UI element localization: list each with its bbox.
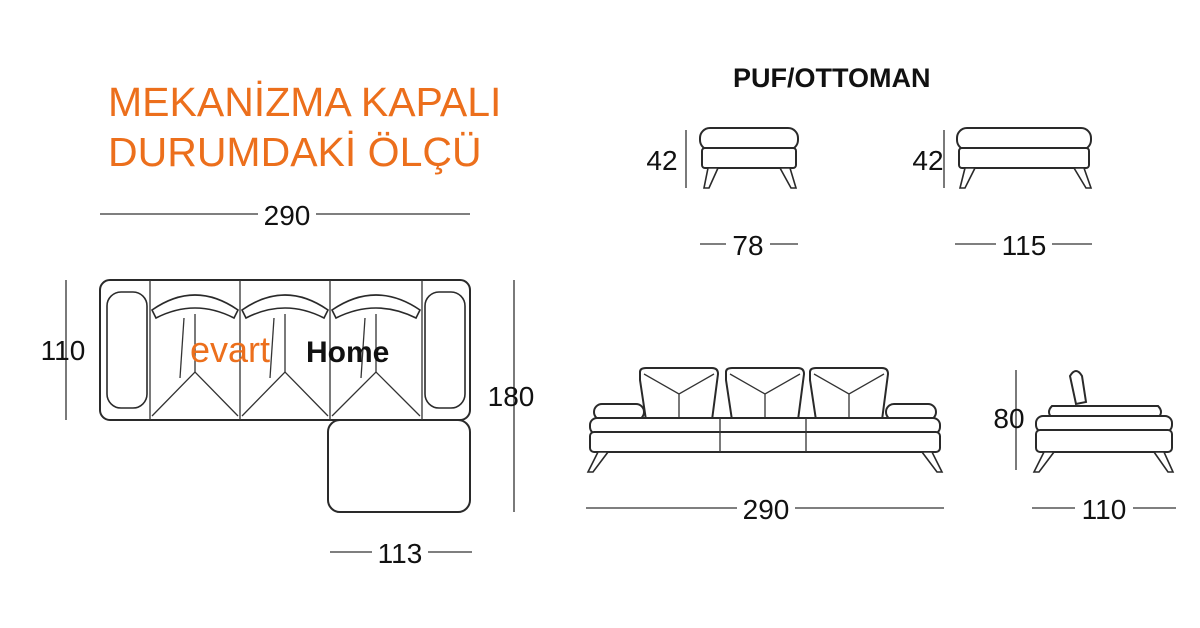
dim-ottoman-small-height: 42	[646, 145, 677, 176]
ottoman-small-leg	[703, 167, 720, 189]
seat-module-3	[330, 294, 422, 417]
ottoman-large-leg	[958, 167, 977, 189]
side-seat-base	[1035, 429, 1173, 453]
dim-ottoman-small-width: 78	[732, 230, 763, 261]
dim-side-width: 110	[1082, 494, 1127, 525]
front-seat-base	[589, 431, 941, 453]
ottoman-small: 42 78	[646, 127, 799, 261]
dim-depth-right: 180	[488, 381, 535, 412]
dim-side-height: 80	[993, 403, 1024, 434]
dim-ottoman-large-height: 42	[912, 145, 943, 176]
dim-label-bg	[726, 230, 770, 260]
front-view: 290	[586, 367, 944, 525]
front-leg	[586, 451, 610, 473]
dim-ottoman-large-width: 115	[1002, 230, 1047, 261]
heading-line-1: MEKANİZMA KAPALI	[108, 79, 501, 125]
dim-label-bg	[372, 538, 428, 568]
dim-top-width: 290	[264, 200, 311, 231]
dim-label-bg	[996, 230, 1052, 260]
seat-module-1	[150, 294, 240, 417]
chaise-outline	[327, 419, 471, 513]
side-leg	[1032, 451, 1056, 473]
ottoman-small-base	[701, 147, 797, 169]
ottoman-large-leg	[1072, 167, 1093, 189]
ottoman-small-cushion	[699, 127, 799, 151]
ottoman-large: 42 115	[912, 127, 1093, 261]
dim-label-bg	[258, 200, 316, 230]
ottoman-title: PUF/OTTOMAN	[733, 63, 931, 93]
dim-front-width: 290	[743, 494, 790, 525]
right-armrest	[424, 291, 466, 409]
dim-label-bg	[1075, 494, 1133, 524]
dim-chaise-width: 113	[378, 538, 423, 569]
side-leg	[1152, 451, 1175, 473]
ottoman-small-leg	[778, 167, 798, 189]
ottoman-large-cushion	[956, 127, 1092, 151]
front-leg	[920, 451, 944, 473]
side-headrest	[1068, 370, 1088, 406]
dim-label-bg	[737, 494, 795, 524]
dim-depth-left: 110	[41, 335, 86, 366]
side-view: 80 110	[993, 370, 1176, 525]
top-view-plan: 290 110 180	[41, 200, 535, 569]
heading-line-2: DURUMDAKİ ÖLÇÜ	[108, 129, 482, 175]
seat-module-2	[240, 294, 330, 417]
left-armrest	[106, 291, 148, 409]
logo-evart: evart	[190, 329, 270, 370]
ottoman-large-base	[958, 147, 1090, 169]
logo-home: Home	[306, 336, 389, 369]
